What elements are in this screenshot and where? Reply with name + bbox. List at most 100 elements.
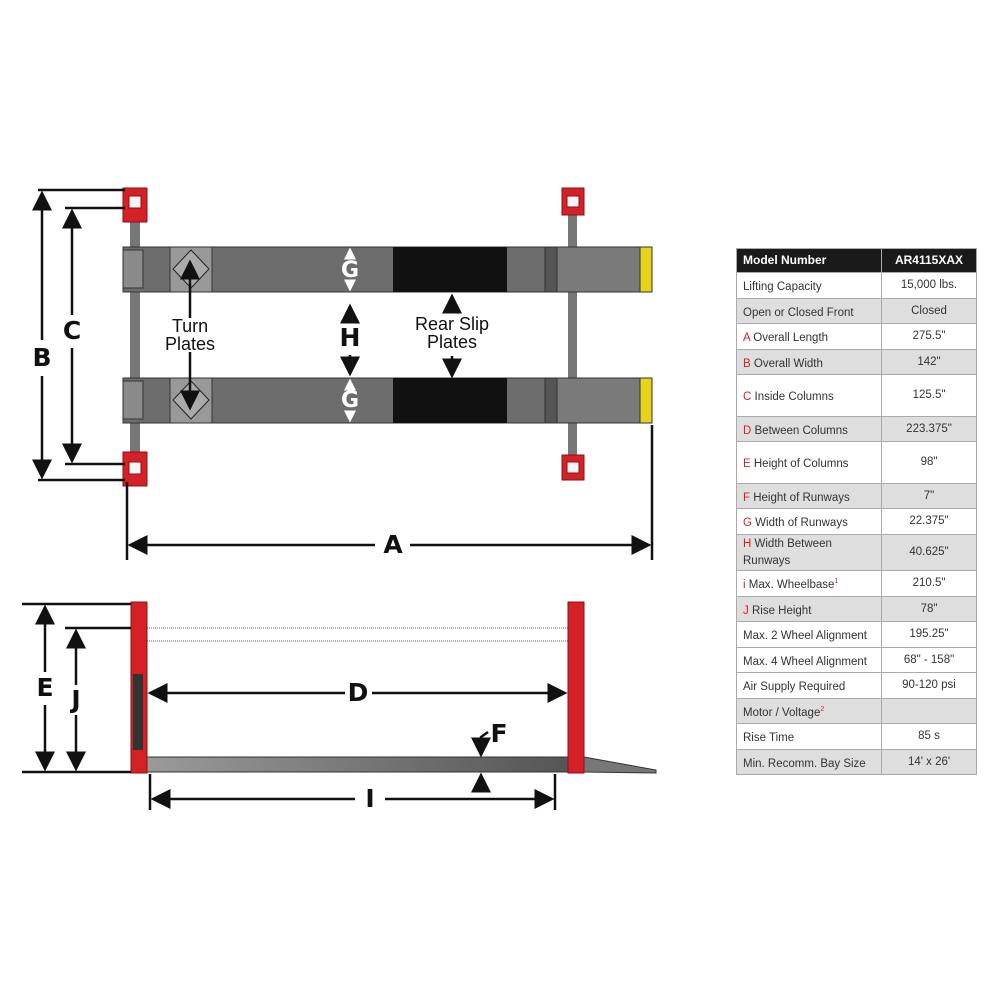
spec-label: Motor / Voltage2 [736,698,882,724]
side-runway [146,756,569,773]
spec-label: C Inside Columns [736,374,882,417]
spec-value: 98" [881,441,977,484]
turn-plates-label-1: Turn [172,316,208,336]
spec-header-row: Model Number AR4115XAX [736,248,977,273]
runway-top [122,246,653,293]
spec-label-text: Open or Closed Front [743,306,854,319]
runway-bottom [122,377,653,424]
spec-label-text: Width Between Runways [743,537,832,567]
power-unit [133,674,143,750]
spec-label-text: Height of Columns [753,457,849,470]
spec-label-text: Min. Recomm. Bay Size [743,757,866,770]
label-d: D [348,678,369,707]
spec-value: 40.625" [881,534,977,571]
spec-label-text: Overall Length [753,331,829,344]
spec-letter: F [743,491,751,504]
spec-value: 195.25" [881,621,977,648]
spec-row: Open or Closed Front Closed [736,298,977,324]
spec-label: Rise Time [736,723,882,750]
spec-value: 85 s [881,723,977,750]
columns-top [122,187,585,487]
dimension-lines-top [32,188,654,560]
spec-value: 14' x 26' [881,749,977,775]
spec-label-text: Overall Width [753,357,823,370]
spec-letter: J [743,604,749,617]
spec-label: J Rise Height [736,596,882,622]
side-view: E J D I F [22,601,657,813]
spec-value [881,698,977,724]
spec-label-text: Inside Columns [754,390,834,403]
spec-label: B Overall Width [736,349,882,375]
spec-value: 210.5" [881,570,977,597]
spec-value: Closed [881,298,977,324]
label-g-bottom: G [341,388,359,413]
footnote-marker: 2 [820,705,825,713]
label-f: F [490,719,507,748]
spec-value: 223.375" [881,416,977,442]
spec-label-text: Rise Time [743,731,795,744]
spec-label: Lifting Capacity [736,272,882,299]
dimension-lines-side [22,602,568,810]
end-cap [639,377,653,424]
spec-label: D Between Columns [736,416,882,442]
left-crossbeam [130,220,140,480]
label-j: J [69,685,80,714]
spec-letter: C [743,390,752,403]
spec-value: 125.5" [881,374,977,417]
spec-label: F Height of Runways [736,483,882,509]
spec-letter: H [743,537,752,550]
spec-label-text: Max. 2 Wheel Alignment [743,629,868,642]
spec-label-text: Air Supply Required [743,680,846,693]
spec-label-text: Rise Height [751,604,812,617]
spec-label-text: Motor / Voltage [743,706,821,719]
label-g-top: G [341,258,359,283]
label-b: B [32,343,51,372]
spec-label: A Overall Length [736,323,882,350]
spec-label-text: Max. 4 Wheel Alignment [743,655,868,668]
spec-letter: A [743,331,751,344]
label-a: A [383,530,403,559]
spec-label: G Width of Runways [736,508,882,535]
spec-label-text: Lifting Capacity [743,280,822,293]
label-i: I [365,784,374,813]
spec-value: 142" [881,349,977,375]
footnote-marker: 1 [834,578,839,586]
spec-label: Open or Closed Front [736,298,882,324]
end-cap [639,246,653,293]
turn-plates-label-2: Plates [165,334,215,354]
label-h: H [340,323,361,352]
spec-letter: E [743,457,751,470]
header-model: AR4115XAX [881,248,977,273]
spec-row: Max. 2 Wheel Alignment 195.25" [736,621,977,648]
spec-label: H Width Between Runways [736,534,882,571]
spec-label: Max. 2 Wheel Alignment [736,621,882,648]
spec-row: Motor / Voltage2 [736,698,977,724]
spec-letter: D [743,424,752,437]
spec-letter: B [743,357,751,370]
spec-row: Min. Recomm. Bay Size 14' x 26' [736,749,977,775]
spec-label: Min. Recomm. Bay Size [736,749,882,775]
top-view: B C A H G G Turn Plates Rear Slip Plates [32,187,654,560]
spec-value: 78" [881,596,977,622]
spec-value: 22.375" [881,508,977,535]
spec-label-text: Between Columns [754,424,848,437]
ramp [583,756,657,774]
header-label: Model Number [736,248,882,273]
spec-label: E Height of Columns [736,441,882,484]
spec-row: Rise Time 85 s [736,723,977,750]
spec-letter: i [743,578,746,591]
spec-value: 7" [881,483,977,509]
